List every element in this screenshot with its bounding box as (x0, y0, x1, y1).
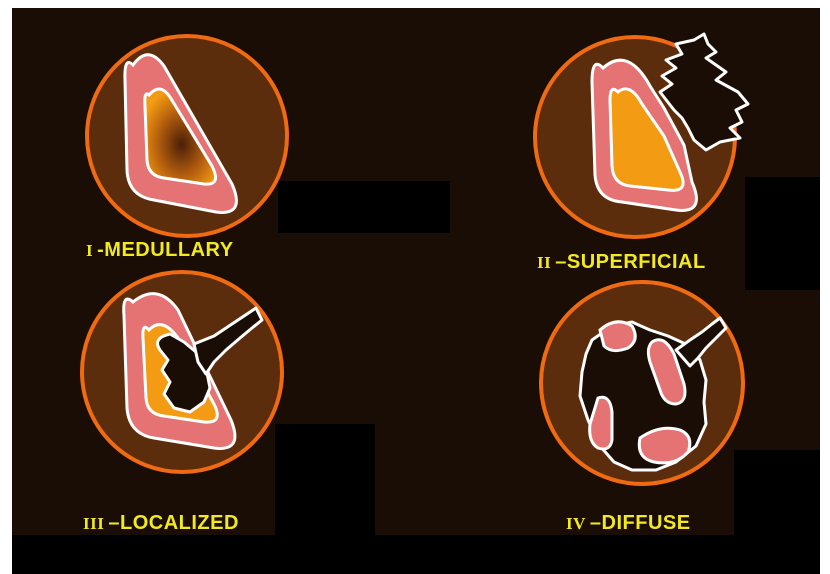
caption-roman: III (83, 514, 104, 533)
caption-label: –DIFFUSE (590, 512, 691, 534)
caption-superficial: II–SUPERFICIAL (537, 252, 706, 272)
sequestrum (600, 322, 635, 351)
caption-roman: I (86, 241, 93, 260)
caption-medullary: I-MEDULLARY (86, 240, 234, 260)
caption-label: –LOCALIZED (108, 512, 239, 534)
caption-localized: III–LOCALIZED (83, 513, 239, 533)
black-block (745, 177, 820, 290)
black-block (12, 535, 820, 574)
black-block (275, 424, 375, 535)
black-block (278, 181, 450, 233)
caption-roman: II (537, 253, 551, 272)
caption-label: -MEDULLARY (97, 239, 233, 261)
sequestrum (639, 428, 690, 463)
panel-localized (82, 272, 282, 472)
caption-diffuse: IV–DIFFUSE (566, 513, 691, 533)
caption-label: –SUPERFICIAL (555, 251, 705, 273)
black-block (734, 450, 820, 535)
panel-medullary (87, 36, 287, 236)
panel-diffuse (541, 282, 743, 484)
caption-roman: IV (566, 514, 586, 533)
